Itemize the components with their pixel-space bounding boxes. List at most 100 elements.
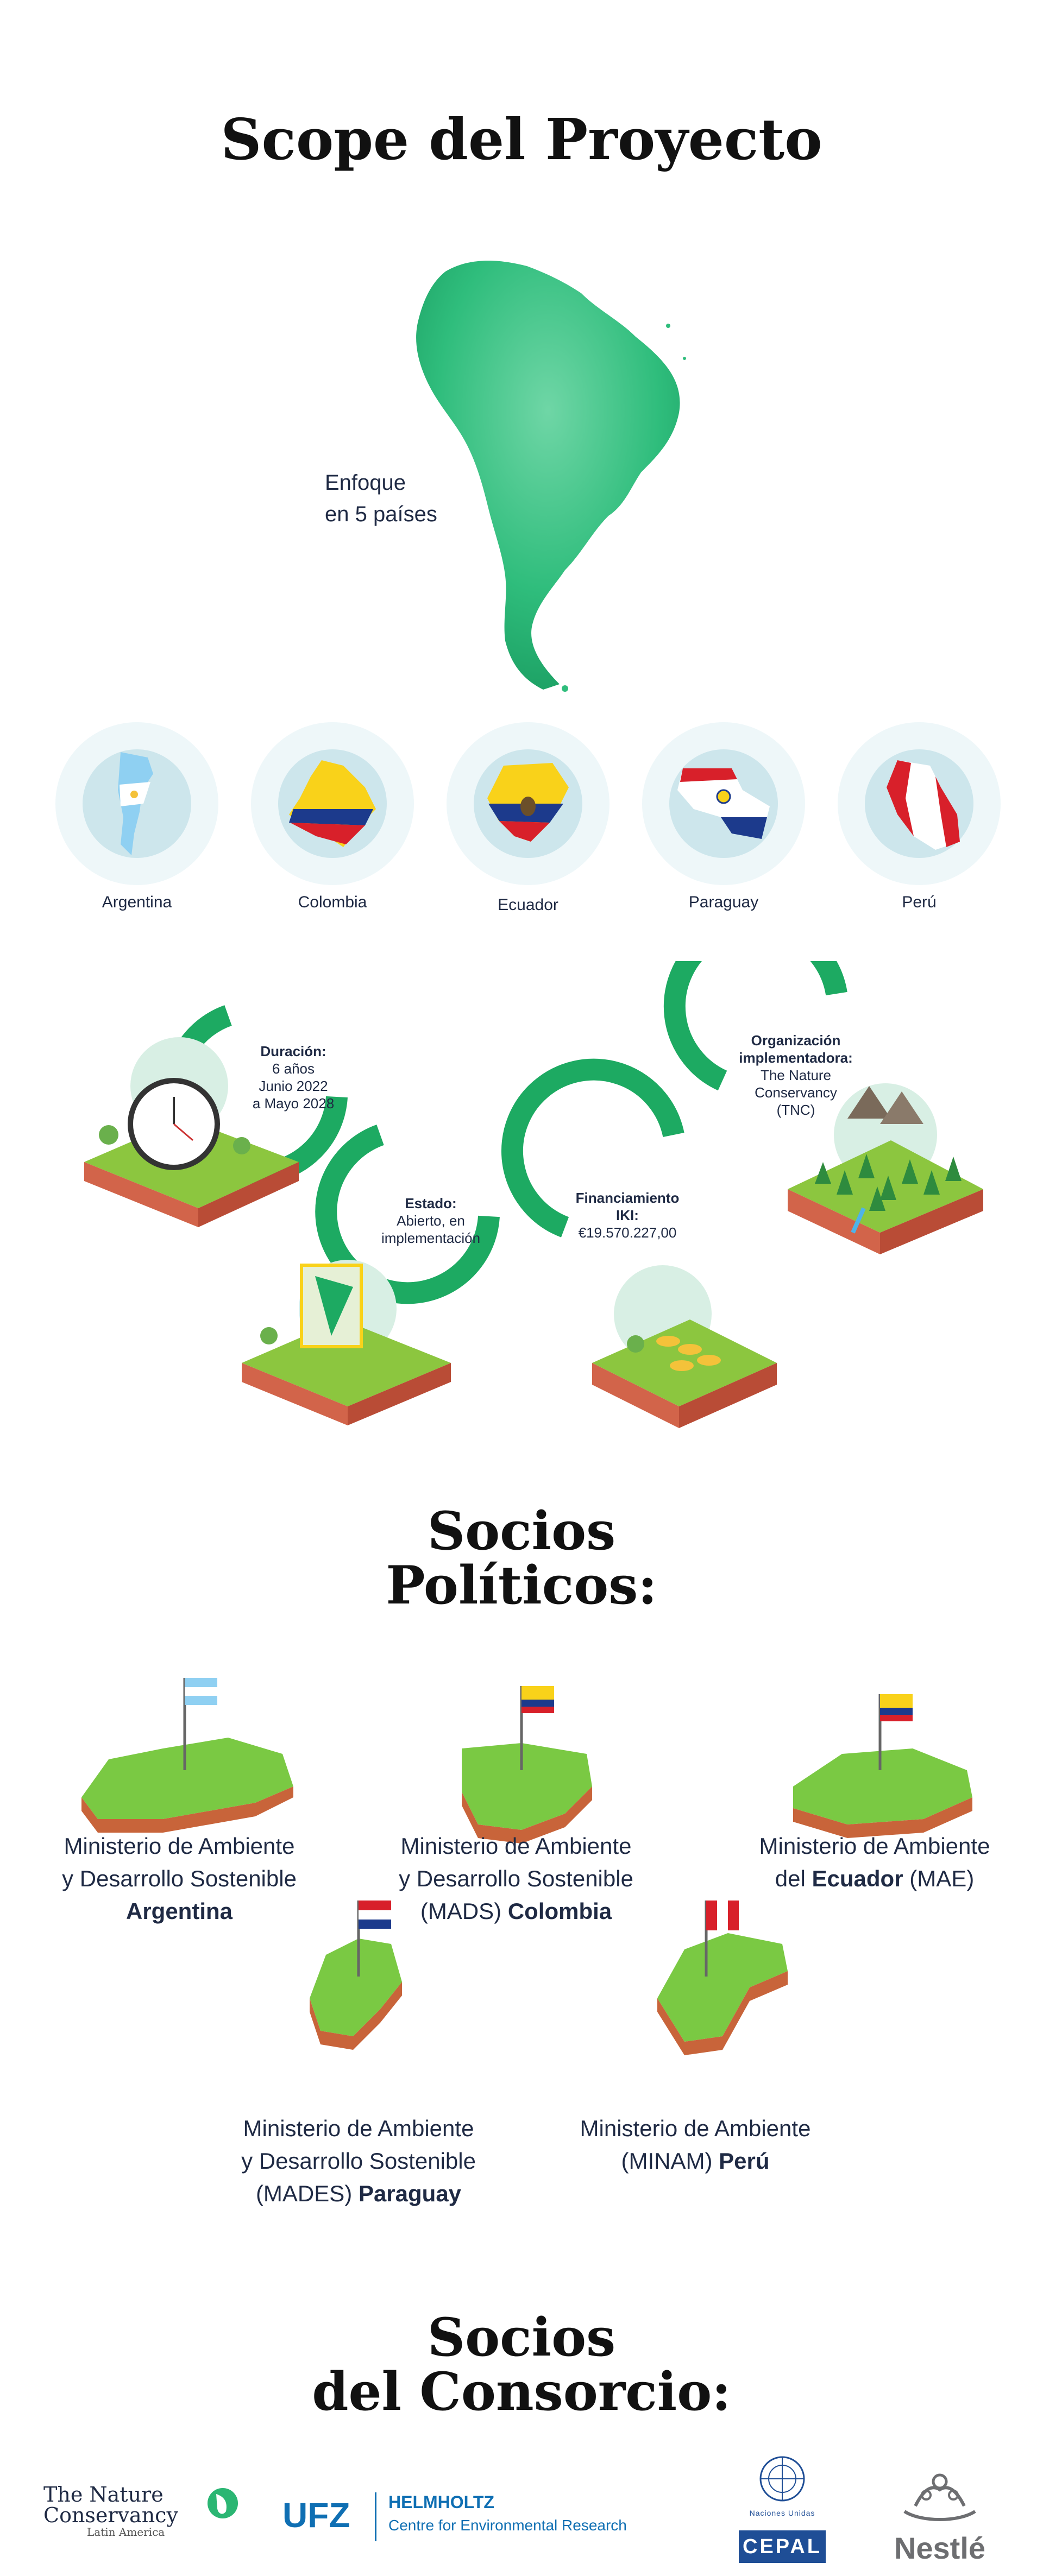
organizacion-line1: The Nature (760, 1067, 832, 1083)
peru-flag-map-icon (887, 760, 960, 850)
organizacion-title2: implementadora: (739, 1050, 853, 1066)
tnc-logo-line1: The Nature (43, 2483, 164, 2506)
info-organizacion: Organización implementadora: The Nature … (731, 1032, 861, 1119)
financiamiento-title1: Financiamiento (575, 1190, 680, 1206)
duracion-line1: 6 años (272, 1060, 315, 1077)
map-caption-line1: Enfoque (325, 471, 406, 495)
tnc-globe-icon (208, 2488, 238, 2518)
socios-politicos-title: Socios Políticos: (0, 1504, 1043, 1613)
country-ecuador (447, 722, 610, 885)
ministerio-colombia-line2: y Desarrollo Sostenible (399, 1866, 633, 1891)
organizacion-title1: Organización (751, 1032, 841, 1049)
estado-tile (242, 1260, 451, 1425)
info-financiamiento: Financiamiento IKI: €19.570.227,00 (565, 1189, 690, 1241)
country-peru (838, 722, 1001, 885)
info-duracion: Duración: 6 años Junio 2022 a Mayo 2028 (239, 1043, 348, 1112)
ministerio-peru-acronym: (MINAM) (621, 2148, 719, 2174)
trees-icon (815, 1154, 962, 1211)
ministerio-colombia-country: Colombia (507, 1898, 612, 1924)
socios-politicos-title-line2: Políticos: (386, 1555, 657, 1616)
financiamiento-title2: IKI: (616, 1207, 639, 1223)
socios-consorcio-title-line1: Socios (427, 2307, 616, 2368)
ministerio-argentina: Ministerio de Ambiente y Desarrollo Sost… (33, 1830, 326, 1928)
estado-line2: implementación (381, 1230, 481, 1246)
ministerio-paraguay: Ministerio de Ambiente y Desarrollo Sost… (212, 2112, 505, 2210)
country-label-ecuador: Ecuador (498, 896, 558, 914)
ufz-divider (375, 2492, 376, 2541)
country-paraguay (642, 722, 805, 885)
colombia-map-icon (462, 1686, 592, 1843)
cepal-name: CEPAL (739, 2530, 826, 2563)
forest-tile (788, 1083, 983, 1254)
ufz-name: HELMHOLTZ (388, 2492, 494, 2512)
ministerio-ecuador: Ministerio de Ambiente del Ecuador (MAE) (728, 1830, 1021, 1895)
estado-line1: Abierto, en (397, 1213, 465, 1229)
ufz-sub: Centre for Environmental Research (388, 2517, 627, 2534)
estado-title: Estado: (405, 1195, 457, 1211)
country-label-peru: Perú (902, 893, 937, 911)
country-label-paraguay: Paraguay (688, 893, 759, 911)
tnc-logo-line2: Conservancy (43, 2503, 178, 2527)
ecuador-flag-map-icon (487, 763, 569, 842)
duracion-line2: Junio 2022 (259, 1078, 328, 1094)
ministerio-argentina-line1: Ministerio de Ambiente (64, 1833, 295, 1859)
south-america-map (416, 261, 686, 692)
ufz-mark: UFZ (282, 2496, 350, 2535)
cepal-logo: Naciones Unidas CEPAL (733, 2454, 831, 2574)
tnc-logo-sub: Latin America (87, 2526, 165, 2539)
socios-politicos-title-line1: Socios (427, 1500, 616, 1562)
argentina-flag-map-icon (118, 752, 153, 855)
duracion-line3: a Mayo 2028 (252, 1095, 335, 1112)
financiamiento-tile (592, 1265, 777, 1428)
info-estado: Estado: Abierto, en implementación (368, 1195, 493, 1247)
ministerio-colombia-line1: Ministerio de Ambiente (400, 1833, 632, 1859)
un-emblem-icon (759, 2456, 805, 2502)
colombia-flag-map-icon (289, 760, 376, 847)
ufz-logo: UFZ HELMHOLTZ Centre for Environmental R… (282, 2492, 674, 2541)
ministerio-argentina-country: Argentina (125, 1898, 233, 1924)
map-caption-line2: en 5 países (325, 502, 437, 526)
nestle-logo: Nestlé (885, 2468, 994, 2571)
ministerio-ecuador-acronym: (MAE) (903, 1866, 975, 1891)
country-argentina (55, 722, 218, 885)
ministerio-paraguay-country: Paraguay (358, 2181, 462, 2206)
paraguay-map-icon (310, 1901, 402, 2050)
tnc-logo: The Nature Conservancy Latin America (43, 2484, 239, 2544)
nestle-name: Nestlé (894, 2531, 986, 2565)
peru-map-icon (657, 1901, 788, 2055)
cepal-small: Naciones Unidas (749, 2509, 815, 2517)
ecuador-map-icon (793, 1694, 972, 1838)
organizacion-ring (663, 961, 847, 1091)
map-caption: Enfoque en 5 países (325, 467, 437, 530)
country-maps-illustration (81, 1678, 972, 2055)
organizacion-line2: Conservancy (755, 1084, 837, 1101)
ministerio-paraguay-line1: Ministerio de Ambiente (243, 2116, 474, 2141)
clock-tile (84, 1037, 299, 1227)
socios-consorcio-title-line2: del Consorcio: (312, 2361, 731, 2422)
ministerio-peru: Ministerio de Ambiente (MINAM) Perú (549, 2112, 842, 2177)
ministerio-colombia: Ministerio de Ambiente y Desarrollo Sost… (369, 1830, 663, 1928)
page-title: Scope del Proyecto (221, 106, 822, 173)
financiamiento-ring (501, 1058, 684, 1238)
ministerio-paraguay-acronym: (MADES) (255, 2181, 359, 2206)
ministerio-ecuador-country: Ecuador (812, 1866, 903, 1891)
ministerio-paraguay-line2: y Desarrollo Sostenible (241, 2148, 476, 2174)
country-colombia (251, 722, 414, 885)
nestle-nest-icon (903, 2473, 976, 2521)
paraguay-flag-map-icon (677, 768, 770, 839)
duracion-title: Duración: (260, 1043, 326, 1059)
ministerio-argentina-line2: y Desarrollo Sostenible (62, 1866, 297, 1891)
argentina-map-icon (81, 1678, 293, 1833)
ministerio-ecuador-line1: Ministerio de Ambiente (759, 1833, 990, 1859)
country-label-colombia: Colombia (298, 893, 367, 911)
organizacion-line3: (TNC) (776, 1102, 815, 1118)
ministerio-colombia-acronym: (MADS) (420, 1898, 508, 1924)
mountain-icon (847, 1086, 891, 1119)
socios-consorcio-title: Socios del Consorcio: (0, 2310, 1043, 2419)
ministerio-peru-line1: Ministerio de Ambiente (580, 2116, 811, 2141)
info-illustration (84, 961, 983, 1428)
ministerio-peru-country: Perú (719, 2148, 770, 2174)
coins-icon (656, 1336, 721, 1371)
country-label-argentina: Argentina (102, 893, 172, 911)
financiamiento-line1: €19.570.227,00 (578, 1224, 677, 1241)
